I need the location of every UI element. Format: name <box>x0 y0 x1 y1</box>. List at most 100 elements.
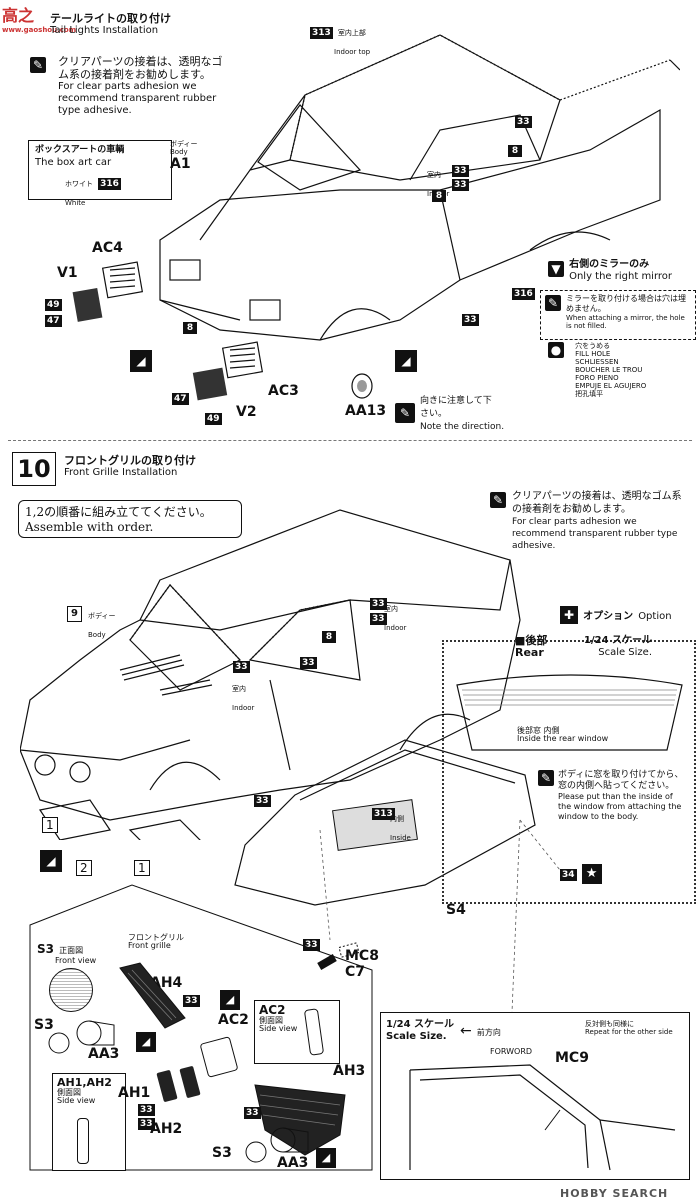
step9-glue-en: For clear parts adhesion we recommend tr… <box>58 81 217 116</box>
part-aa3-b: AA3 <box>277 1155 309 1171</box>
part-ac3: AC3 <box>268 383 299 399</box>
indoor-top-label: 313 室内上部 Indoor top <box>310 20 370 58</box>
rear-window-en: Inside the rear window <box>517 734 609 743</box>
taillight-left-parts <box>72 261 144 322</box>
scale2-jp: 1/24 スケール <box>386 1019 455 1030</box>
part-mc9: MC9 <box>555 1050 589 1066</box>
fill-it: FORO PIENO <box>575 374 619 382</box>
num-33-10e: 33 <box>254 795 271 807</box>
glue-icon: ✎ <box>490 492 506 508</box>
glue-icon: ✎ <box>395 403 415 423</box>
num-33-ah1b: 33 <box>138 1118 155 1130</box>
num-47-v1: 47 <box>45 315 62 327</box>
rear-window-label: 後部窓 内側 Inside the rear window <box>517 727 608 743</box>
front-grille-label: フロントグリル Front grille <box>128 934 184 950</box>
num-33-mc8: 33 <box>303 939 320 951</box>
inside-jp: 内側 <box>390 815 404 823</box>
cement-icon: ◢ <box>316 1148 336 1168</box>
num-33-ah3: 33 <box>244 1107 261 1119</box>
body-a1-en: Body <box>170 148 188 156</box>
num-33-d: 33 <box>462 314 479 326</box>
fill-hole-note: ● 穴をうめる FILL HOLE SCHLIESSEN BOUCHER LE … <box>548 342 646 398</box>
mirror-attach-box: ✎ ミラーを取り付ける場合は穴は埋めません。 When attaching a … <box>540 290 696 340</box>
num-34: 34 <box>560 869 577 881</box>
lens-parts-b <box>245 1127 309 1163</box>
forward-en: FORWORD <box>490 1047 533 1056</box>
part-mc8: MC8 <box>345 948 379 964</box>
rear-label: ■後部 Rear <box>515 634 547 659</box>
watermark-logo-bottom: HOBBY SEARCH <box>560 1182 668 1201</box>
indoor10-en: Indoor <box>384 624 407 632</box>
part-ac2: AC2 <box>218 1012 249 1028</box>
num-313-top: 313 <box>310 27 333 39</box>
indoor-label-10: 室内 Indoor <box>384 596 406 634</box>
direction-jp: 向きに注意して下さい。 <box>420 396 492 419</box>
repeat-en: Repeat for the other side <box>585 1028 673 1036</box>
boxart-jp: ボックスアートの車輌 <box>35 145 125 155</box>
grille-part-ah4 <box>119 962 186 1029</box>
ah1ah2-side-view-box: AH1,AH2 側面図 Side view <box>52 1073 126 1171</box>
cement-icon: ◢ <box>395 350 417 372</box>
rear-en: Rear <box>515 646 544 659</box>
mc9-callout-box <box>380 1012 690 1180</box>
num-49-v2: 49 <box>205 413 222 425</box>
ah1ah2-side-jp: 側面図 <box>57 1088 81 1097</box>
ac2-side-view-box: AC2 側面図 Side view <box>254 1000 340 1064</box>
part-ac2-side: AC2 <box>259 1003 286 1017</box>
put-inside-note: ✎ ボディに窓を取り付けてから、窓の内側へ貼ってください。 Please put… <box>538 770 688 822</box>
indoor-label-10b: 室内 Indoor <box>232 676 254 714</box>
num-33-10b: 33 <box>370 613 387 625</box>
repeat-label: 反対側も同様に Repeat for the other side <box>585 1020 673 1036</box>
watermark-bottom-text: HOBBY SEARCH <box>560 1187 669 1200</box>
ac2-side-jp: 側面図 <box>259 1016 283 1025</box>
forward-label: ← 前方向 FORWORD <box>460 1020 532 1058</box>
rear-window-s4 <box>234 739 536 906</box>
white-num: 316 <box>98 178 121 190</box>
front-view-lens <box>49 968 93 1012</box>
step9-glue-note: ✎ クリアパーツの接着は、透明なゴム系の接着剤をお勧めします。 For clea… <box>30 55 230 117</box>
glue-icon: ✎ <box>545 295 561 311</box>
num-316: 316 <box>512 288 535 300</box>
num-49-v1: 49 <box>45 299 62 311</box>
part-s3-front: S3 <box>37 942 54 956</box>
step10-glue-en: For clear parts adhesion we recommend tr… <box>512 517 678 551</box>
forward-jp: 前方向 <box>476 1028 501 1037</box>
fill-cn: 把孔填平 <box>575 390 604 398</box>
direction-en: Note the direction. <box>420 422 505 432</box>
num-33-ah1a: 33 <box>138 1104 155 1116</box>
ah1ah2-side-shape <box>77 1118 89 1164</box>
option-header: ✚ オプション Option <box>560 604 672 624</box>
num-8-a: 8 <box>508 145 522 157</box>
mirror-part-aa13 <box>351 373 373 399</box>
body10-en: Body <box>88 631 106 639</box>
front-view-box: S3 正面図 Front view <box>37 938 111 1012</box>
part-s3-b: S3 <box>212 1145 232 1161</box>
body-label-10: ボディー Body <box>88 603 116 641</box>
step10-title-en: Front Grille Installation <box>64 467 178 478</box>
mirror-attach-en: When attaching a mirror, the hole is not… <box>566 314 685 330</box>
decal-34-box: 34 ★ <box>560 862 602 884</box>
section-divider <box>8 440 692 441</box>
side-window-drawing <box>409 1064 676 1171</box>
cement-icon: ◢ <box>130 350 152 372</box>
num-8-10: 8 <box>322 631 336 643</box>
num-33-ah4: 33 <box>183 995 200 1007</box>
indoor-top-en: Indoor top <box>334 48 371 56</box>
watermark-top-text: 高之 <box>2 6 35 25</box>
step9-car-drawing <box>159 34 680 341</box>
mirror-attach-jp: ミラーを取り付ける場合は穴は埋めません。 <box>566 294 686 313</box>
step-order-1b: 1 <box>134 860 150 876</box>
front-grille-jp: フロントグリル <box>128 933 184 942</box>
right-mirror-note: ▼ 右側のミラーのみ Only the right mirror <box>548 258 672 283</box>
inside-label: 内側 Inside <box>390 806 411 844</box>
watermark-logo-top: 高之 www.gaoshou.com <box>2 2 76 34</box>
indoor-top-jp: 室内上部 <box>337 29 366 37</box>
step10-title-jp: フロントグリルの取り付け <box>64 454 196 467</box>
indoor10-jp: 室内 <box>384 605 398 613</box>
boxart-box: ボックスアートの車輌 The box art car ホワイト 316 Whit… <box>28 140 172 207</box>
direction-note: 向きに注意して下さい。 Note the direction. <box>420 395 504 433</box>
fill-jp: 穴をうめる <box>575 342 611 350</box>
part-aa13: AA13 <box>345 403 387 419</box>
repeat-jp: 反対側も同様に <box>585 1020 634 1028</box>
num-33-10a: 33 <box>370 598 387 610</box>
